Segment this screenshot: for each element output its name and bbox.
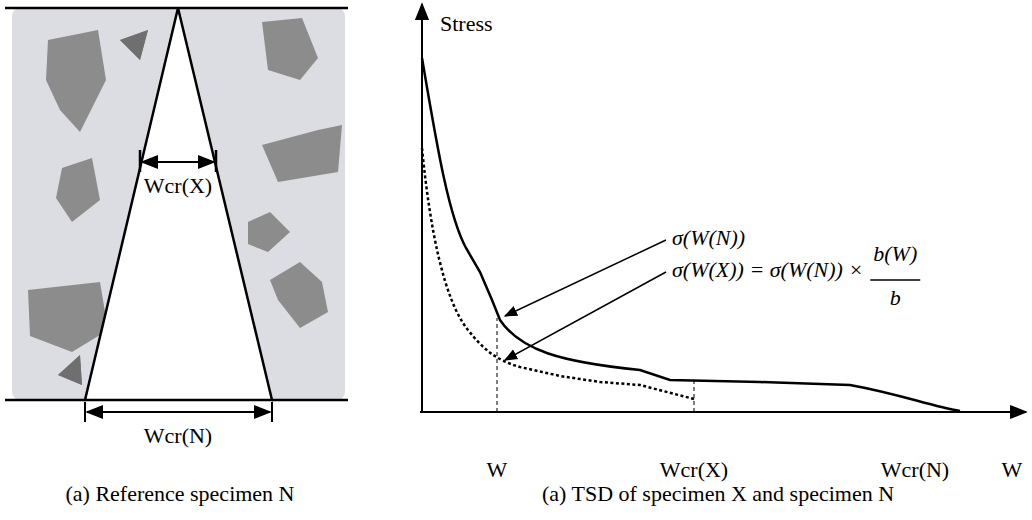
tsd-curve-x (422, 148, 694, 399)
guide-line (694, 380, 695, 412)
caption: (a) Reference specimen N (65, 482, 294, 506)
x-axis (420, 411, 1026, 413)
crack-notch (85, 8, 272, 400)
fraction-bar (870, 279, 920, 281)
dimension-label: Wcr(X) (144, 174, 212, 198)
formula: b (890, 286, 901, 310)
leader-arrow (505, 272, 666, 360)
guide-line (497, 318, 498, 412)
formula: σ(W(N)) (672, 226, 745, 250)
dimension-line (87, 411, 270, 413)
axis-title: Stress (440, 12, 493, 36)
caption: (a) TSD of specimen X and specimen N (542, 482, 894, 506)
formula: σ(W(X)) = σ(W(N)) × (672, 258, 863, 282)
tsd-curve-n (422, 58, 960, 411)
axis-tick-label: Wcr(X) (660, 458, 728, 482)
axis-tick-label: W (487, 458, 508, 482)
formula: b(W) (873, 242, 917, 266)
dimension-label: Wcr(N) (144, 424, 212, 448)
axis-tick-label: Wcr(N) (881, 458, 949, 482)
axis-title: W (1002, 458, 1023, 482)
specimen-body (12, 8, 345, 400)
leader-arrow (505, 240, 666, 316)
dimension-line (142, 161, 214, 163)
